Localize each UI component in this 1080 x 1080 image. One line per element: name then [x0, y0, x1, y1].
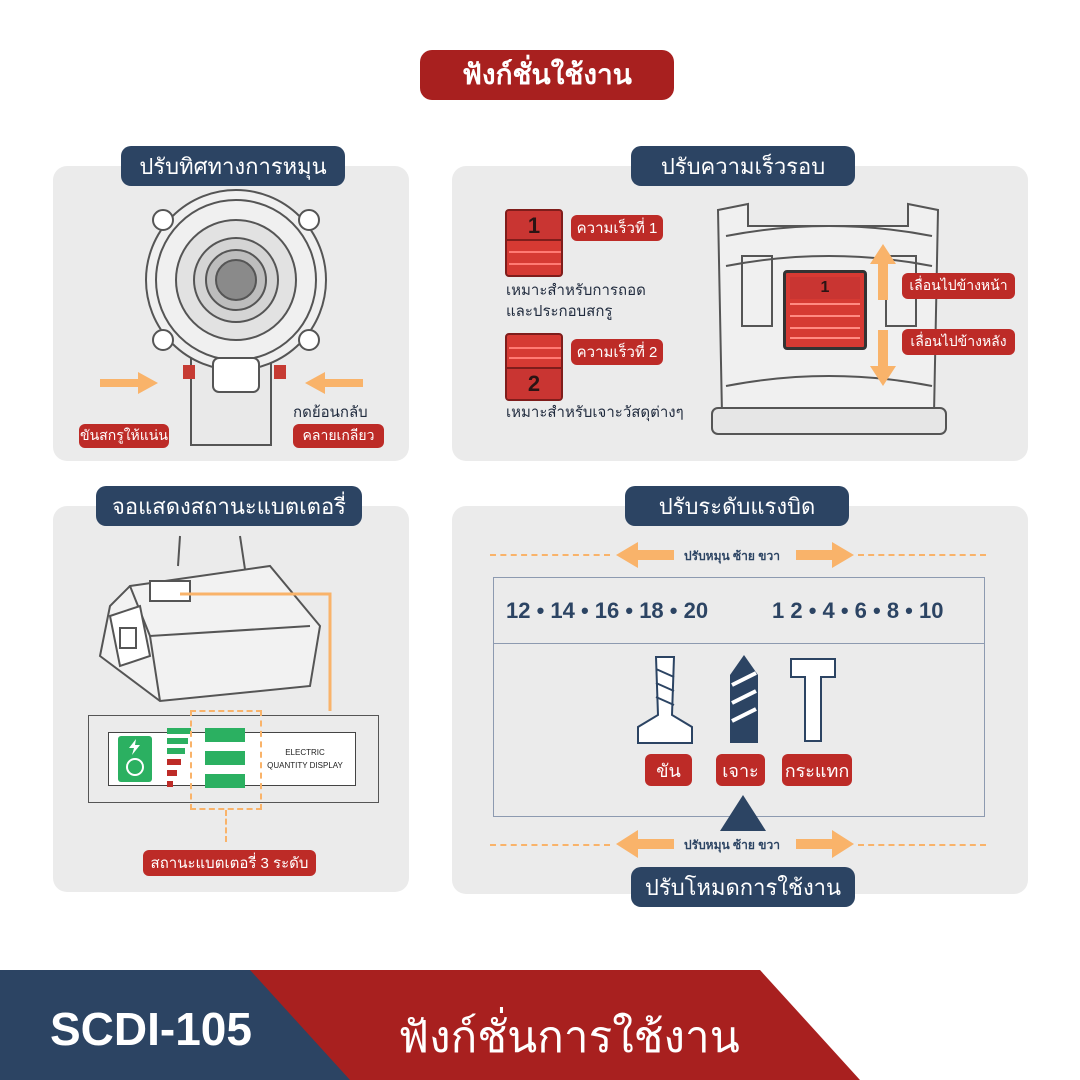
speed1-desc-line2: และประกอบสกรู: [506, 303, 613, 320]
page-title: ฟังก์ชั่นใช้งาน: [420, 50, 674, 100]
forward-label: เลื่อนไปข้างหน้า: [902, 273, 1015, 299]
speed-selector-number: 1: [790, 277, 860, 299]
reverse-caption: กดย้อนกลับ: [293, 404, 368, 421]
torque-panel-title: ปรับระดับแรงบิด: [625, 486, 849, 526]
footer-banner: [0, 970, 1080, 1080]
hammer-bit-icon: [790, 658, 836, 742]
speed2-switch: 2: [505, 333, 563, 401]
rotate-label-top: ปรับหมุน ซ้าย ขวา: [684, 549, 780, 563]
speed2-desc: เหมาะสำหรับเจาะวัสดุต่างๆ: [506, 404, 684, 421]
footer-model: SCDI-105: [50, 1003, 252, 1055]
battery-pack-illustration: [98, 535, 332, 711]
top-dashed-line-left: [490, 554, 610, 556]
drill-front-illustration: [145, 189, 327, 446]
speed1-desc-line1: เหมาะสำหรับการถอด: [506, 282, 646, 299]
speed-selector-switch[interactable]: 1: [783, 270, 867, 350]
bottom-dashed-line-left: [490, 844, 610, 846]
triangle-pointer-icon: [720, 795, 766, 831]
torque-scale-left: 12 • 14 • 16 • 18 • 20: [506, 598, 709, 623]
rotate-label-bottom: ปรับหมุน ซ้าย ขวา: [684, 838, 780, 852]
arrow-down-icon: [870, 330, 896, 386]
mode-hammer[interactable]: กระแทก: [782, 754, 852, 786]
arrow-up-icon: [870, 244, 896, 300]
battery-level-small-bars: [167, 728, 191, 790]
mode-panel-title: ปรับโหมดการใช้งาน: [631, 867, 855, 907]
display-label-line1: ELECTRIC: [285, 748, 325, 757]
torque-scale-row: 12 • 14 • 16 • 18 • 20 1 2 • 4 • 6 • 8 •…: [494, 578, 984, 644]
speed1-number: 1: [507, 211, 561, 241]
arrow-right-icon: [100, 372, 158, 394]
arrow-right-icon: [796, 830, 854, 858]
mode-screw[interactable]: ขัน: [645, 754, 692, 786]
speed2-label: ความเร็วที่ 2: [571, 339, 663, 365]
battery-panel-title: จอแสดงสถานะแบตเตอรี่: [96, 486, 362, 526]
footer-title: ฟังก์ชั่นการใช้งาน: [398, 1013, 740, 1062]
speed-panel-title: ปรับความเร็วรอบ: [631, 146, 855, 186]
arrow-left-icon: [305, 372, 363, 394]
lightning-icon: [129, 739, 140, 755]
mode-drill[interactable]: เจาะ: [716, 754, 765, 786]
arrow-right-icon: [796, 542, 854, 568]
display-label-line2: QUANTITY DISPLAY: [267, 761, 343, 770]
loosen-label: คลายเกลียว: [293, 424, 384, 448]
battery-level-bar: [205, 728, 245, 742]
battery-levels-connector: [225, 810, 227, 842]
tighten-label: ขันสกรูให้แน่น: [79, 424, 169, 448]
speed1-switch: 1: [505, 209, 563, 277]
speed2-number: 2: [507, 367, 561, 399]
backward-label: เลื่อนไปข้างหลัง: [902, 329, 1015, 355]
battery-levels-dashed-frame: [190, 710, 262, 810]
battery-panel: [53, 506, 409, 892]
battery-level-bar: [205, 751, 245, 765]
arrow-left-icon: [616, 542, 674, 568]
bottom-dashed-line-right: [858, 844, 986, 846]
top-dashed-line-right: [858, 554, 986, 556]
speed1-label: ความเร็วที่ 1: [571, 215, 663, 241]
arrow-left-icon: [616, 830, 674, 858]
screw-bit-icon: [637, 656, 693, 744]
battery-levels-label: สถานะแบตเตอรี่ 3 ระดับ: [143, 850, 316, 876]
torque-scale-right: 1 2 • 4 • 6 • 8 • 10: [772, 598, 944, 623]
battery-level-bar: [205, 774, 245, 788]
drill-bit-icon: [730, 655, 758, 743]
direction-panel-title: ปรับทิศทางการหมุน: [121, 146, 345, 186]
battery-indicator-icon: [118, 736, 152, 782]
